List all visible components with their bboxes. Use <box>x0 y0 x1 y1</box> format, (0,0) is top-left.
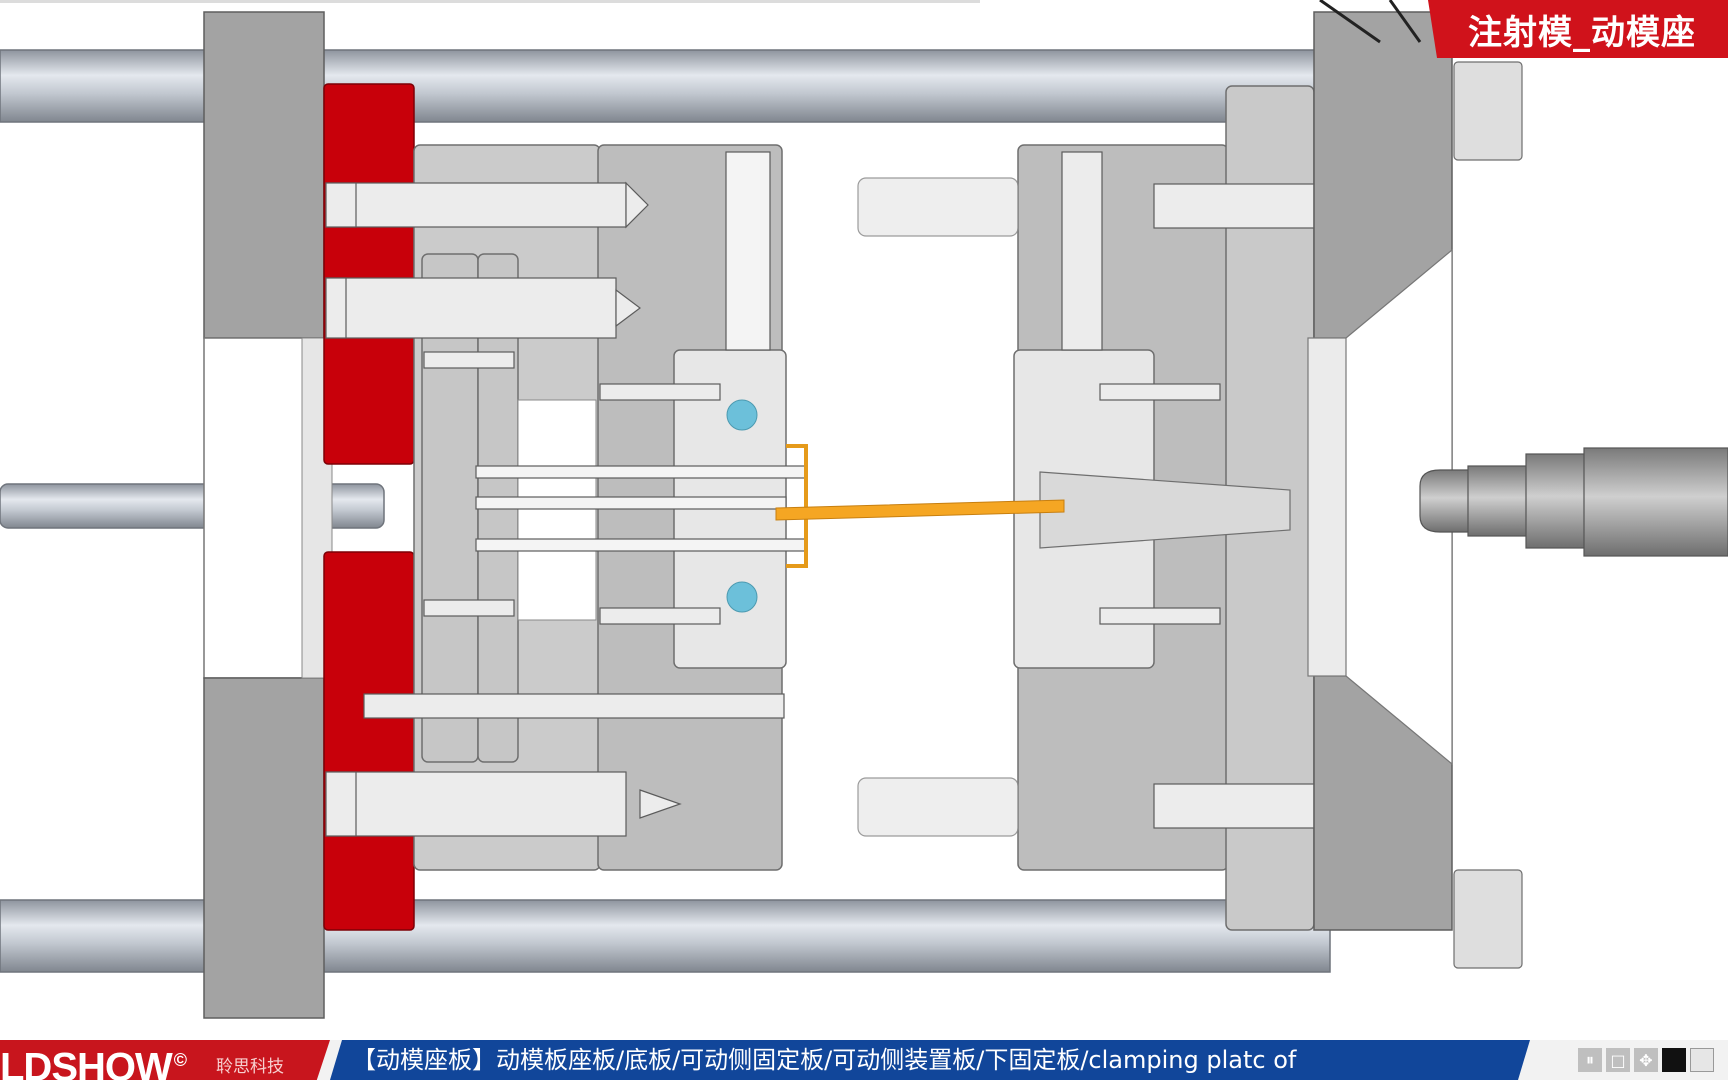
moving-platen-upper <box>203 11 325 339</box>
cavity-gap <box>517 399 597 621</box>
injection-nozzle <box>1419 447 1728 557</box>
top-progress-strip <box>0 0 980 3</box>
caption-text: 【动模座板】动模板座板/底板/可动侧固定板/可动侧装置板/下固定板/clampi… <box>330 1040 1530 1080</box>
fill-black-icon[interactable] <box>1662 1048 1686 1072</box>
brand-logo: LDSHOW© <box>0 1045 187 1089</box>
brand-panel: LDSHOW© 聆思科技 <box>0 1040 330 1080</box>
fill-white-icon[interactable] <box>1690 1048 1714 1072</box>
socket-bolts-right <box>1061 151 1315 829</box>
title-decoration <box>1319 0 1422 44</box>
playback-controls: ⏸ □ ✥ <box>1558 1040 1728 1080</box>
molded-part <box>786 444 808 568</box>
moving-platen-lower <box>203 677 325 1019</box>
tie-bar-top <box>0 49 1331 123</box>
socket-bolts-left <box>325 181 785 837</box>
bottom-bar: LDSHOW© 聆思科技 【动模座板】动模板座板/底板/可动侧固定板/可动侧装置… <box>0 1040 1728 1080</box>
melt-plastic <box>775 499 1065 521</box>
brand-company: 聆思科技 <box>216 1057 284 1077</box>
locating-ring <box>1307 337 1347 677</box>
copyright-mark: © <box>173 1050 187 1070</box>
pause-icon[interactable]: ⏸ <box>1578 1048 1602 1072</box>
guide-bushing-bottom <box>857 777 1019 837</box>
tie-bar-nuts <box>1453 61 1523 969</box>
sprue-bushing <box>1039 471 1291 549</box>
ejector-pins <box>475 151 807 552</box>
tie-bar-bottom <box>0 899 1331 973</box>
guide-bushing-top <box>857 177 1019 237</box>
stop-icon[interactable]: □ <box>1606 1048 1630 1072</box>
title-banner: 注射模_动模座 <box>1428 0 1728 58</box>
move-icon[interactable]: ✥ <box>1634 1048 1658 1072</box>
page-title: 注射模_动模座 <box>1468 12 1696 53</box>
